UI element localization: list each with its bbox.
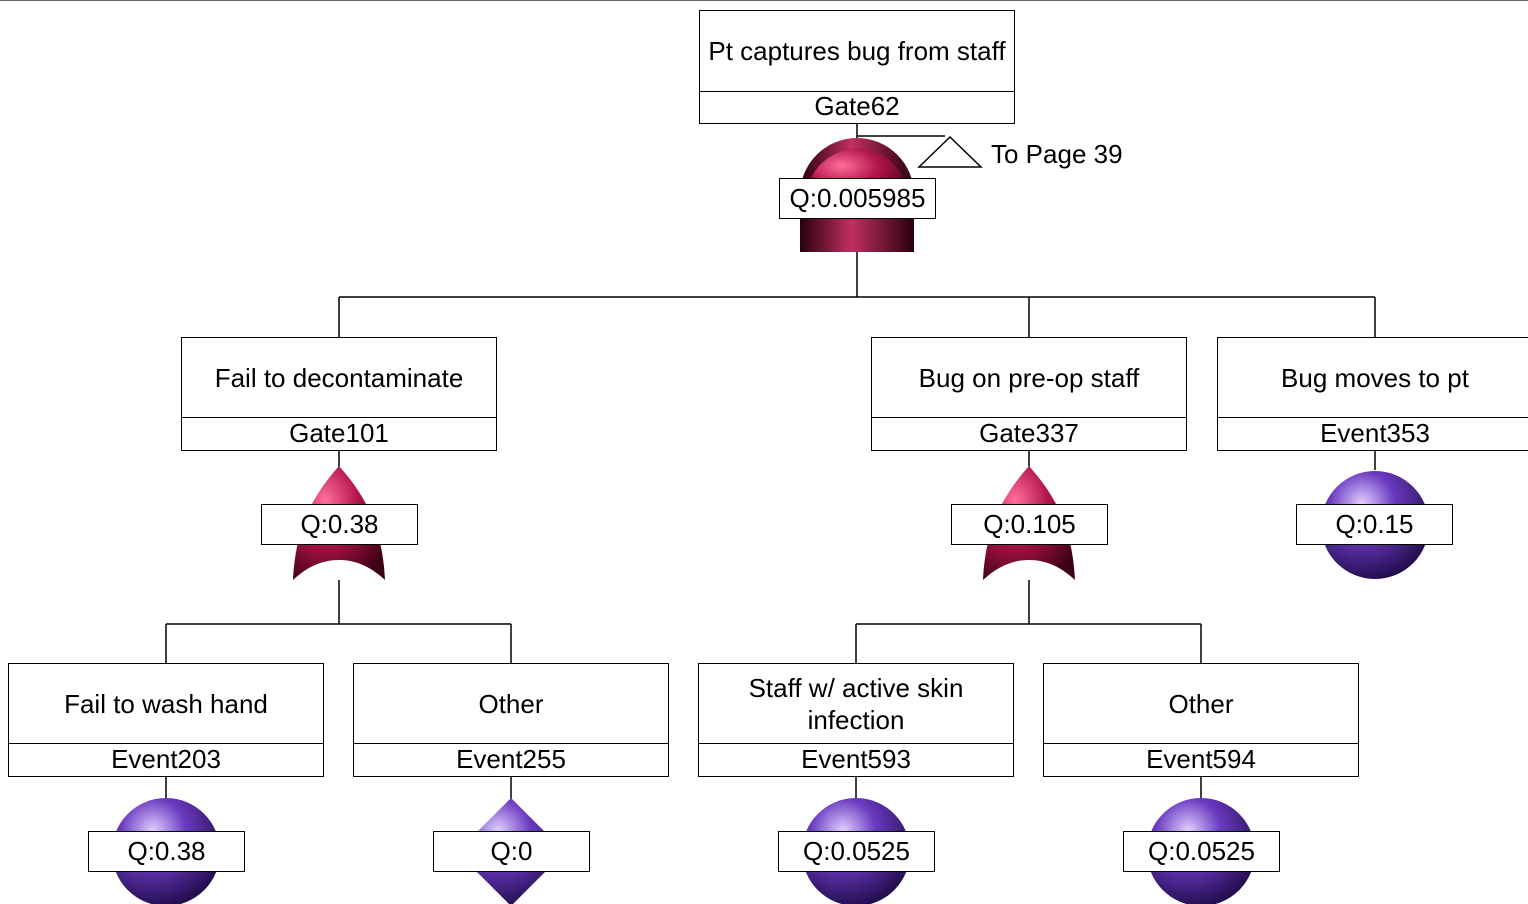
event203-probability: Q:0.38 [88, 831, 245, 872]
event593-description: Staff w/ active skin infection [699, 664, 1013, 744]
gate337-id: Gate337 [979, 418, 1079, 448]
gate101-probability: Q:0.38 [261, 504, 418, 545]
gate101-description: Fail to decontaminate [182, 338, 496, 418]
event593-probability: Q:0.0525 [778, 831, 935, 872]
event353-description: Bug moves to pt [1218, 338, 1528, 418]
gate337-description: Bug on pre-op staff [872, 338, 1186, 418]
gate62-description: Pt captures bug from staff [700, 11, 1014, 92]
event593-node[interactable]: Staff w/ active skin infection Event593 [698, 663, 1014, 777]
transfer-label: To Page 39 [991, 139, 1123, 169]
event594-probability: Q:0.0525 [1123, 831, 1280, 872]
transfer-triangle-icon [917, 135, 983, 168]
event255-description: Other [354, 664, 668, 744]
event594-node[interactable]: Other Event594 [1043, 663, 1359, 777]
event255-probability: Q:0 [433, 831, 590, 872]
gate62-node[interactable]: Pt captures bug from staff Gate62 [699, 10, 1015, 124]
gate337-node[interactable]: Bug on pre-op staff Gate337 [871, 337, 1187, 451]
top-border [0, 0, 1528, 1]
event594-description: Other [1044, 664, 1358, 744]
gate101-id: Gate101 [289, 418, 389, 448]
event203-id: Event203 [111, 744, 221, 774]
event203-node[interactable]: Fail to wash hand Event203 [8, 663, 324, 777]
connector-lines [165, 124, 1376, 800]
event594-id: Event594 [1146, 744, 1256, 774]
event353-probability: Q:0.15 [1296, 504, 1453, 545]
event593-id: Event593 [801, 744, 911, 774]
event353-node[interactable]: Bug moves to pt Event353 [1217, 337, 1528, 451]
gate62-id: Gate62 [814, 91, 900, 121]
gate62-probability: Q:0.005985 [779, 178, 936, 219]
event255-node[interactable]: Other Event255 [353, 663, 669, 777]
gate101-node[interactable]: Fail to decontaminate Gate101 [181, 337, 497, 451]
gate337-probability: Q:0.105 [951, 504, 1108, 545]
event353-id: Event353 [1320, 418, 1430, 448]
event255-id: Event255 [456, 744, 566, 774]
event203-description: Fail to wash hand [9, 664, 323, 744]
